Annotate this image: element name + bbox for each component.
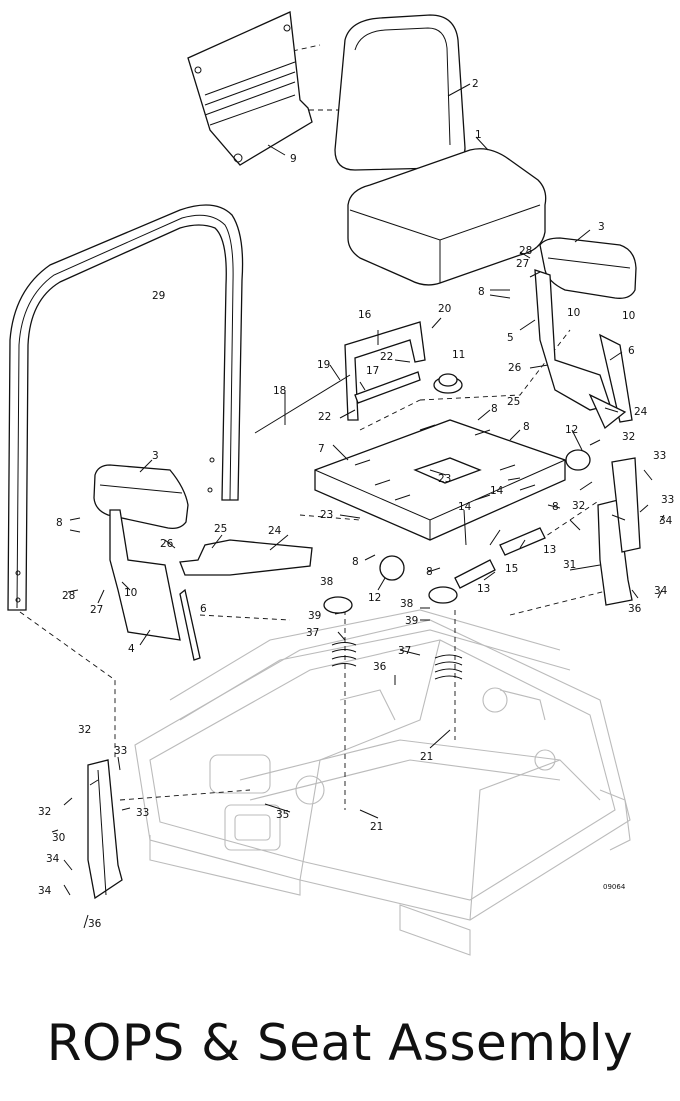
callout-12: 12 bbox=[368, 592, 381, 604]
callout-33: 33 bbox=[661, 494, 674, 506]
callout-8: 8 bbox=[426, 566, 433, 578]
seat-cushion bbox=[347, 148, 547, 286]
callout-39: 39 bbox=[405, 615, 418, 627]
callout-34: 34 bbox=[46, 853, 60, 865]
callout-21: 21 bbox=[370, 821, 383, 833]
callout-38: 38 bbox=[320, 576, 333, 588]
seat-back-panel bbox=[187, 11, 313, 166]
callout-28: 28 bbox=[62, 590, 75, 602]
callout-22: 22 bbox=[380, 351, 393, 363]
callout-12: 12 bbox=[565, 424, 578, 436]
callout-38: 38 bbox=[400, 598, 413, 610]
callout-2: 2 bbox=[472, 78, 479, 90]
callout-32: 32 bbox=[38, 806, 51, 818]
callout-19: 19 bbox=[317, 359, 330, 371]
seat-slide-bracket bbox=[254, 321, 426, 434]
callout-27: 27 bbox=[90, 604, 103, 616]
callout-22: 22 bbox=[318, 411, 331, 423]
callout-10: 10 bbox=[124, 587, 137, 599]
callout-23: 23 bbox=[320, 509, 333, 521]
callout-24: 24 bbox=[268, 525, 282, 537]
callout-32: 32 bbox=[622, 431, 635, 443]
callout-labels: 1 2 3 3 4 5 6 6 7 8 8 8 8 8 8 8 9 10 10 … bbox=[38, 78, 674, 930]
callout-37: 37 bbox=[398, 645, 411, 657]
callout-8: 8 bbox=[491, 403, 498, 415]
rops-hoop bbox=[7, 204, 244, 611]
callout-1: 1 bbox=[475, 129, 482, 141]
exploded-parts-diagram: 1 2 3 3 4 5 6 6 7 8 8 8 8 8 8 8 9 10 10 … bbox=[7, 11, 674, 956]
callout-18: 18 bbox=[273, 385, 286, 397]
callout-14: 14 bbox=[458, 501, 472, 513]
callout-4: 4 bbox=[128, 643, 135, 655]
callout-9: 9 bbox=[290, 153, 297, 165]
callout-13: 13 bbox=[543, 544, 556, 556]
callout-6: 6 bbox=[628, 345, 635, 357]
callout-36: 36 bbox=[373, 661, 387, 673]
callout-26: 26 bbox=[160, 538, 174, 550]
callout-27: 27 bbox=[516, 258, 529, 270]
armrest-bracket-left bbox=[109, 509, 201, 661]
callout-33: 33 bbox=[653, 450, 666, 462]
callout-3: 3 bbox=[152, 450, 159, 462]
callout-32: 32 bbox=[78, 724, 91, 736]
callout-6: 6 bbox=[200, 603, 207, 615]
callout-10: 10 bbox=[567, 307, 580, 319]
callout-8: 8 bbox=[478, 286, 485, 298]
callout-5: 5 bbox=[507, 332, 514, 344]
callout-32: 32 bbox=[572, 500, 585, 512]
callout-36: 36 bbox=[628, 603, 642, 615]
armrest-bracket-right bbox=[534, 269, 633, 430]
callout-33: 33 bbox=[114, 745, 127, 757]
callout-30: 30 bbox=[52, 832, 65, 844]
small-hardware bbox=[179, 373, 591, 680]
callout-8: 8 bbox=[523, 421, 530, 433]
callout-13: 13 bbox=[477, 583, 490, 595]
callout-35: 35 bbox=[276, 809, 289, 821]
seat-back-cushion bbox=[334, 14, 466, 171]
callout-23: 23 bbox=[438, 473, 451, 485]
callout-28: 28 bbox=[519, 245, 532, 257]
callout-14: 14 bbox=[490, 485, 504, 497]
callout-11: 11 bbox=[452, 349, 465, 361]
callout-8: 8 bbox=[552, 501, 559, 513]
side-plate-right bbox=[597, 457, 641, 606]
mower-frame bbox=[134, 609, 631, 956]
callout-36: 36 bbox=[88, 918, 102, 930]
callout-31: 31 bbox=[563, 559, 576, 571]
seat-plate bbox=[314, 419, 566, 541]
callout-3: 3 bbox=[598, 221, 605, 233]
callout-16: 16 bbox=[358, 309, 372, 321]
callout-20: 20 bbox=[438, 303, 451, 315]
callout-8: 8 bbox=[56, 517, 63, 529]
callout-26: 26 bbox=[508, 362, 522, 374]
leader-lines bbox=[51, 83, 665, 929]
callout-33: 33 bbox=[136, 807, 149, 819]
callout-21: 21 bbox=[420, 751, 433, 763]
drawing-reference: 09064 bbox=[603, 883, 626, 891]
callout-7: 7 bbox=[318, 443, 325, 455]
callout-37: 37 bbox=[306, 627, 319, 639]
callout-24: 24 bbox=[634, 406, 648, 418]
callout-29: 29 bbox=[152, 290, 165, 302]
callout-34: 34 bbox=[659, 515, 673, 527]
side-plate-left bbox=[87, 759, 123, 900]
callout-39: 39 bbox=[308, 610, 321, 622]
callout-8: 8 bbox=[352, 556, 359, 568]
callout-34: 34 bbox=[38, 885, 52, 897]
callout-34: 34 bbox=[654, 585, 668, 597]
page-title: ROPS & Seat Assembly bbox=[46, 1014, 634, 1072]
armrest-right bbox=[539, 237, 637, 299]
callout-15: 15 bbox=[505, 563, 518, 575]
callout-10: 10 bbox=[622, 310, 635, 322]
armrest-left bbox=[93, 464, 189, 530]
callout-25: 25 bbox=[214, 523, 227, 535]
callout-25: 25 bbox=[507, 396, 520, 408]
callout-17: 17 bbox=[366, 365, 379, 377]
